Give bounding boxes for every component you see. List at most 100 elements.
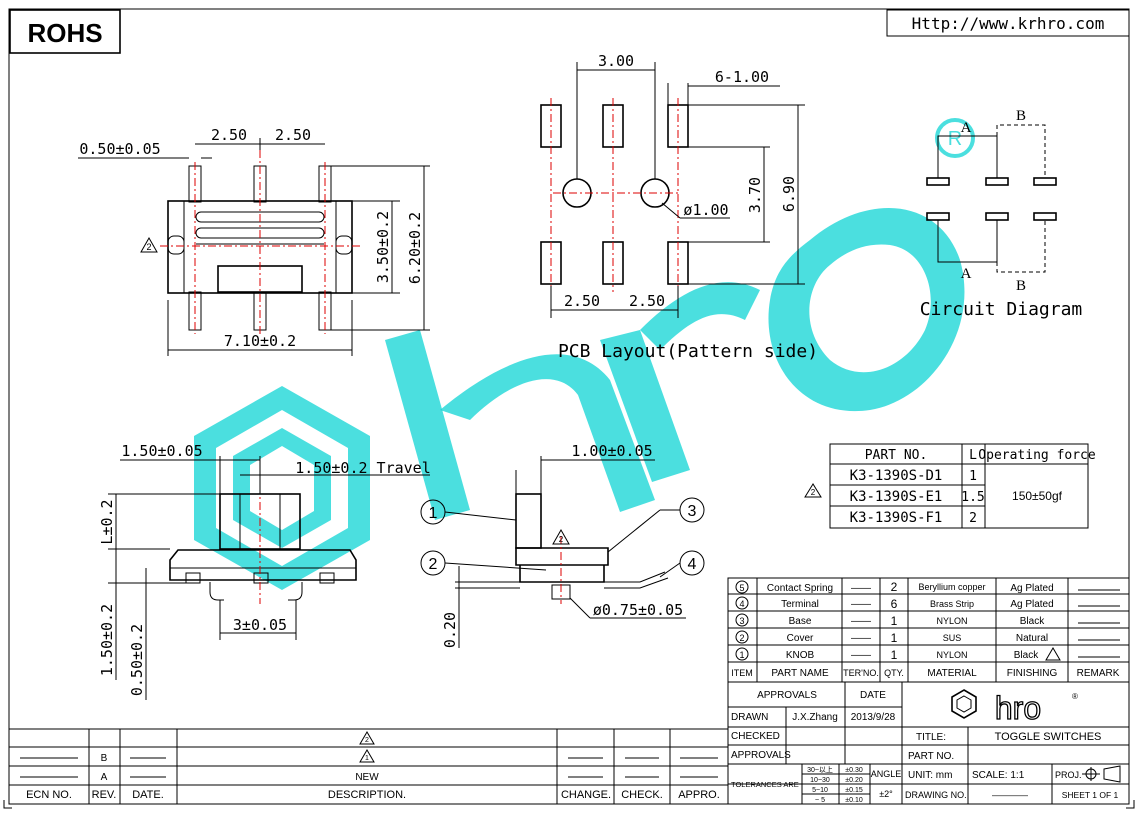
bom-qty: 1 <box>891 614 898 628</box>
angle-value: ±2° <box>879 789 893 799</box>
corner-mark-br <box>1126 800 1135 809</box>
bom-item: 2 <box>739 633 744 643</box>
tolerance-value: ±0.30 <box>845 767 863 774</box>
circuit-label-b-top: B <box>1016 108 1026 124</box>
dim-pcb-hole: ø1.00 <box>683 201 728 219</box>
circuit-label-b-bottom: B <box>1016 278 1026 294</box>
dim-pcb-inner: 3.70 <box>746 177 764 213</box>
tolerance-range: 30~以上 <box>807 765 833 774</box>
bom-part-name: KNOB <box>786 650 815 661</box>
watermark-logo: R <box>194 118 975 590</box>
callout-2: 2 <box>429 556 438 573</box>
revision-rev: A <box>101 772 108 783</box>
bom-finishing: Natural <box>1016 633 1048 644</box>
registered-mark: ® <box>1072 692 1078 701</box>
dim-front-knob-width: 1.50±0.05 <box>121 442 202 460</box>
dim-top-length: 7.10±0.2 <box>224 332 296 350</box>
dim-top-height-inner: 3.50±0.2 <box>374 211 392 283</box>
bom-finishing: Ag Plated <box>1010 583 1053 594</box>
dim-top-height-outer: 6.20±0.2 <box>406 212 424 284</box>
callout-1: 1 <box>429 505 438 522</box>
bom-finishing: Black <box>1014 650 1039 661</box>
part-table-header-l: L <box>969 448 977 463</box>
bom-header-qty: QTY. <box>884 668 904 678</box>
part-table-header-force: Operating force <box>978 448 1096 463</box>
title-block: APPROVALS DATE DRAWN J.X.Zhang 2013/9/28… <box>727 681 1130 805</box>
part-table: PART NO. L Operating force K3-1390S-D1 1… <box>804 443 1096 529</box>
dim-pcb-pitch-a: 2.50 <box>564 292 600 310</box>
website-url: Http://www.krhro.com <box>912 14 1105 33</box>
bom-item: 5 <box>739 583 744 593</box>
dim-front-travel: 1.50±0.2 Travel <box>295 459 430 477</box>
date-header: DATE <box>860 690 886 701</box>
dim-top-pitch-a: 2.50 <box>211 126 247 144</box>
bom-item: 1 <box>739 650 744 660</box>
callout-3: 3 <box>688 503 697 520</box>
bom-row: 5 Contact Spring —— 2 Beryllium copper A… <box>735 580 1120 594</box>
dim-front-total-height: 1.50±0.2 <box>98 604 116 676</box>
part-row-part: K3-1390S-E1 <box>850 489 943 505</box>
circuit-label-a-top: A <box>961 120 972 136</box>
projection-symbol-icon <box>1082 765 1121 783</box>
bom-material: NYLON <box>936 650 967 660</box>
revision-header-appro: APPRO. <box>678 789 720 801</box>
dim-side-lead: 0.20 <box>441 612 459 648</box>
bom-ter: —— <box>851 599 871 610</box>
sheet-label: SHEET 1 OF 1 <box>1062 790 1119 800</box>
bom-row: 2 Cover —— 1 SUS Natural <box>735 630 1120 645</box>
bom-header-part-name: PART NAME <box>771 668 829 679</box>
corner-mark-bl <box>3 800 12 809</box>
part-row-l: 2 <box>969 511 977 526</box>
tolerance-value: ±0.15 <box>845 787 863 794</box>
revision-header-description: DESCRIPTION. <box>328 789 406 801</box>
revision-description: NEW <box>355 772 379 783</box>
dim-pcb-pads: 6-1.00 <box>715 68 769 86</box>
title-label: TITLE: <box>916 732 946 743</box>
part-row-l: 1.5 <box>961 490 984 505</box>
bom-part-name: Cover <box>787 633 814 644</box>
drawn-date: 2013/9/28 <box>851 712 896 723</box>
drawing-no-label: DRAWING NO. <box>905 790 967 800</box>
svg-text:R: R <box>948 128 962 150</box>
bom-header-ter: TER'NO. <box>843 668 879 678</box>
bom-row: 1 KNOB —— 1 NYLON Black <box>735 647 1120 662</box>
bom-header-item: ITEM <box>731 668 753 678</box>
revision-header-rev: REV. <box>92 789 117 801</box>
approvals-header: APPROVALS <box>757 690 817 701</box>
dim-pcb-spacing: 3.00 <box>598 52 634 70</box>
drawn-by: J.X.Zhang <box>792 712 838 723</box>
pcb-layout-caption: PCB Layout(Pattern side) <box>558 341 818 362</box>
bom-ter: —— <box>851 583 871 594</box>
unit-label: UNIT: mm <box>908 770 952 781</box>
tolerances-label: TOLERANCES ARE <box>731 780 799 789</box>
revision-description: 1 <box>365 755 369 762</box>
rohs-box <box>9 9 121 54</box>
rohs-label: ROHS <box>27 18 102 48</box>
revision-block: 2 B 1 A NEW ECN NO. REV. DATE. DESCRIPTI… <box>8 728 729 805</box>
bom-part-name: Base <box>789 616 812 627</box>
approvals-label: APPROVALS <box>731 750 791 761</box>
part-row-l: 1 <box>969 469 977 484</box>
tolerance-range: ~ 5 <box>815 797 825 804</box>
dim-top-pitch-b: 2.50 <box>275 126 311 144</box>
circuit-caption: Circuit Diagram <box>920 299 1083 320</box>
tolerance-range: 5~10 <box>812 787 828 794</box>
dim-front-base-height: 0.50±0.2 <box>128 624 146 696</box>
hro-logo: hro ® <box>951 689 1078 727</box>
dim-side-post: ø0.75±0.05 <box>593 601 683 619</box>
top-view: 2.50 2.50 0.50±0.05 7.10±0.2 3.50±0.2 6.… <box>78 126 430 356</box>
dim-top-pin-width: 0.50±0.05 <box>79 140 160 158</box>
bom-material: NYLON <box>936 616 967 626</box>
bom-part-name: Contact Spring <box>767 583 833 594</box>
drawn-label: DRAWN <box>731 712 768 723</box>
logo-text: hro <box>995 690 1041 726</box>
scale-label: SCALE: 1:1 <box>972 770 1025 781</box>
drawing-no-value: ———— <box>992 790 1028 800</box>
bom-row: 4 Terminal —— 6 Brass Strip Ag Plated <box>735 596 1120 611</box>
revision-header-change: CHANGE. <box>561 789 611 801</box>
angle-label: ANGLE <box>871 769 902 779</box>
bom-row: 3 Base —— 1 NYLON Black <box>735 613 1120 628</box>
bom-material: SUS <box>943 633 962 643</box>
operating-force-value: 150±50gf <box>1012 489 1063 503</box>
revision-header-check: CHECK. <box>621 789 663 801</box>
